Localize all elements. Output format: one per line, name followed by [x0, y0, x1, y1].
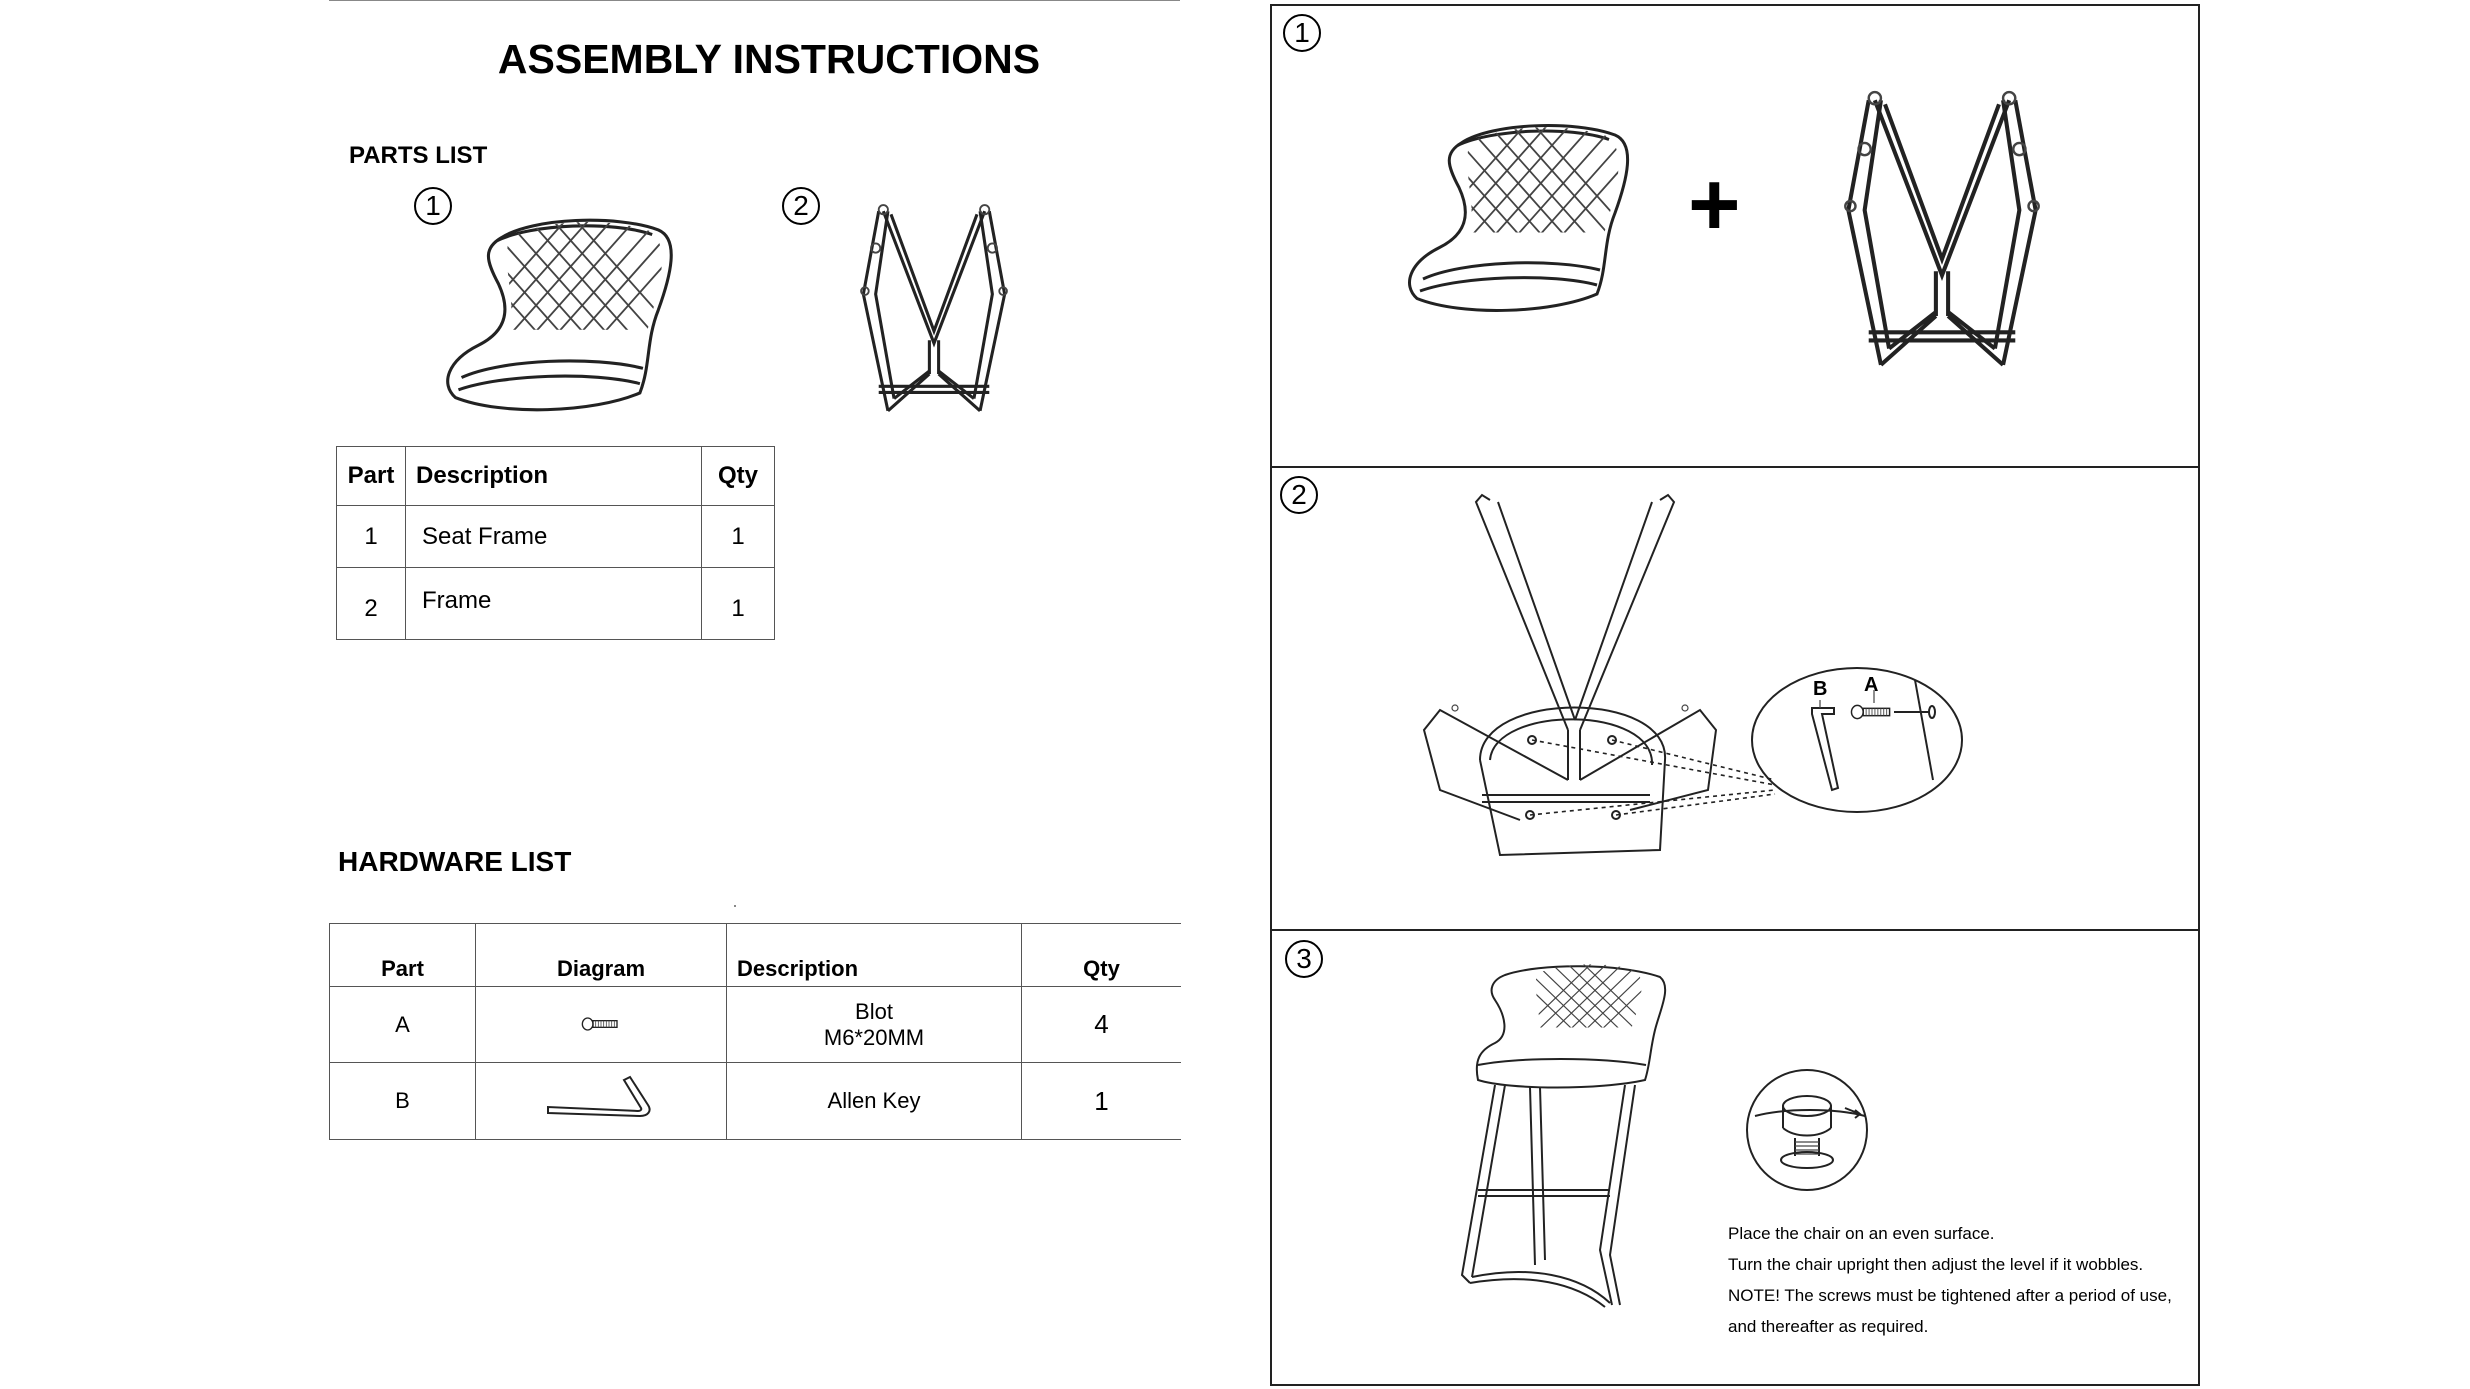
diagram-cell [475, 1062, 727, 1140]
step-divider [1272, 929, 2198, 931]
description-line: M6*20MM [823, 1024, 925, 1050]
page-title: ASSEMBLY INSTRUCTIONS [497, 36, 1041, 82]
header-description: Description [726, 923, 1022, 987]
part-cell: B [329, 1062, 476, 1140]
diagram-cell [475, 986, 727, 1063]
assembled-chair-drawing [1460, 964, 1667, 1308]
parts-list-heading: PARTS LIST [349, 142, 488, 169]
plus-sign: + [1688, 155, 1741, 255]
hardware-list-heading: HARDWARE LIST [338, 846, 572, 877]
header-qty: Qty [1021, 923, 1181, 987]
header-diagram: Diagram [475, 923, 727, 987]
part-number-2: 2 [782, 187, 820, 225]
callout-label-b: B [1813, 678, 1828, 700]
frame-drawing [1838, 88, 2046, 373]
top-rule [329, 0, 1180, 1]
qty-cell: 1 [701, 505, 775, 568]
seat-frame-drawing [440, 212, 686, 417]
qty-cell: 1 [1021, 1062, 1181, 1140]
leveler-detail-drawing [1746, 1069, 1868, 1191]
step-number-3: 3 [1285, 940, 1323, 978]
description-cell: Seat Frame [405, 505, 702, 568]
allen-key-icon [546, 1075, 651, 1118]
qty-cell: 1 [701, 567, 775, 640]
table-row: A Blot M6*20MM 4 [329, 986, 1181, 1063]
table-row: 2 Frame 1 [336, 567, 775, 640]
description-cell: Frame [405, 567, 702, 640]
note-line: NOTE! The screws must be tightened after… [1728, 1286, 2172, 1305]
step-3-notes: Place the chair on an even surface. Turn… [1728, 1218, 2172, 1342]
step-number-2: 2 [1280, 476, 1318, 514]
hardware-table: Part Diagram Description Qty A Blot M6*2… [329, 923, 1181, 1140]
header-part: Part [329, 923, 476, 987]
inverted-chair-drawing [1422, 493, 1718, 857]
frame-drawing [852, 202, 1016, 417]
part-cell: 2 [336, 567, 406, 640]
table-row: B Allen Key 1 [329, 1062, 1181, 1140]
header-part: Part [336, 446, 406, 506]
part-number-1: 1 [414, 187, 452, 225]
hardware-callout [1751, 667, 1963, 813]
part-cell: 1 [336, 505, 406, 568]
step-number-1: 1 [1283, 14, 1321, 52]
table-row: 1 Seat Frame 1 [336, 505, 775, 568]
assembly-steps-panel [1270, 4, 2200, 1386]
dotted-guide-lines [1529, 739, 1776, 816]
seat-frame-drawing [1402, 115, 1642, 320]
step-divider [1272, 466, 2198, 468]
bolt-icon [581, 1016, 621, 1032]
description-cell: Blot M6*20MM [726, 986, 1022, 1063]
parts-table: Part Description Qty 1 Seat Frame 1 2 Fr… [336, 446, 775, 640]
part-cell: A [329, 986, 476, 1063]
qty-cell: 4 [1021, 986, 1181, 1063]
stray-dot [734, 905, 736, 907]
description-cell: Allen Key [726, 1062, 1022, 1140]
header-qty: Qty [701, 446, 775, 506]
description-line: Blot [855, 998, 893, 1024]
header-description: Description [405, 446, 702, 506]
note-line: and thereafter as required. [1728, 1317, 1929, 1336]
note-line: Place the chair on an even surface. [1728, 1224, 1995, 1243]
note-line: Turn the chair upright then adjust the l… [1728, 1255, 2144, 1274]
callout-label-a: A [1864, 674, 1879, 696]
